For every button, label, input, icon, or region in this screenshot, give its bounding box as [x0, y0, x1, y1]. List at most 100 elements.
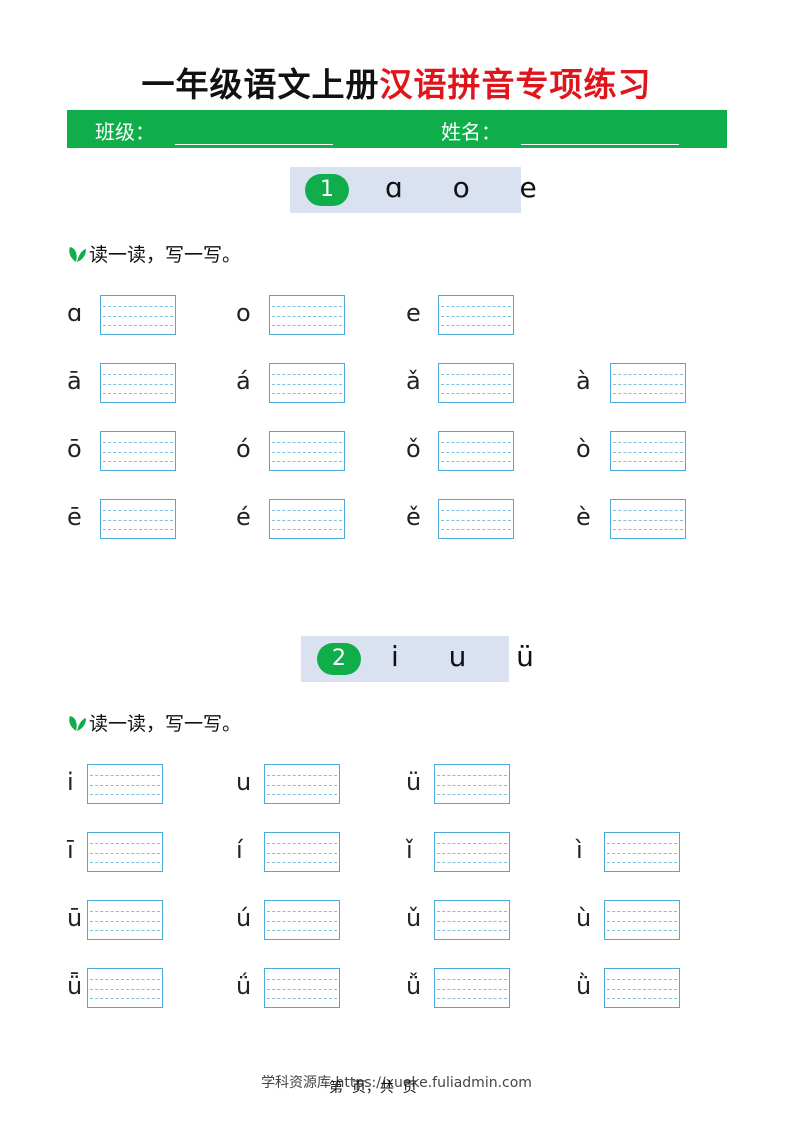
guide-line [103, 325, 173, 326]
name-input-line[interactable] [521, 144, 679, 145]
guide-line [272, 325, 342, 326]
writing-box[interactable] [100, 499, 176, 539]
pinyin-letter: ü [406, 768, 422, 796]
practice-cell: ǒ [406, 431, 526, 473]
writing-box[interactable] [604, 900, 680, 940]
pinyin-letter: ū [67, 904, 83, 932]
writing-box[interactable] [87, 968, 163, 1008]
page-title: 一年级语文上册汉语拼音专项练习 [0, 58, 793, 106]
guide-line [90, 784, 160, 786]
writing-box[interactable] [264, 764, 340, 804]
writing-box[interactable] [264, 832, 340, 872]
pinyin-letter: i [67, 768, 74, 796]
writing-box[interactable] [604, 968, 680, 1008]
guide-line [267, 979, 337, 980]
pinyin-letter: ó [236, 435, 251, 463]
pinyin-letter: á [236, 367, 251, 395]
guide-line [607, 843, 677, 844]
writing-box[interactable] [434, 832, 510, 872]
guide-line [272, 510, 342, 511]
guide-line [441, 510, 511, 511]
guide-line [607, 852, 677, 854]
guide-line [272, 529, 342, 530]
practice-cell: e [406, 295, 526, 337]
guide-line [267, 784, 337, 786]
guide-line [607, 988, 677, 990]
guide-line [441, 461, 511, 462]
practice-cell: è [576, 499, 696, 541]
guide-line [613, 461, 683, 462]
guide-line [437, 775, 507, 776]
writing-box[interactable] [100, 295, 176, 335]
guide-line [267, 998, 337, 999]
guide-line [272, 383, 342, 385]
writing-box[interactable] [438, 431, 514, 471]
guide-line [267, 794, 337, 795]
guide-line [267, 862, 337, 863]
writing-box[interactable] [438, 363, 514, 403]
writing-box[interactable] [604, 832, 680, 872]
header-bar: 班级： 姓名： [67, 110, 727, 148]
guide-line [103, 461, 173, 462]
practice-cell: ǎ [406, 363, 526, 405]
writing-box[interactable] [610, 431, 686, 471]
guide-line [437, 911, 507, 912]
guide-line [90, 911, 160, 912]
guide-line [267, 930, 337, 931]
guide-line [607, 911, 677, 912]
writing-box[interactable] [269, 295, 345, 335]
guide-line [90, 862, 160, 863]
title-part-2: 汉语拼音专项练习 [379, 65, 652, 104]
writing-box[interactable] [100, 363, 176, 403]
writing-box[interactable] [269, 431, 345, 471]
guide-line [441, 393, 511, 394]
guide-line [437, 784, 507, 786]
guide-line [103, 306, 173, 307]
writing-box[interactable] [100, 431, 176, 471]
pinyin-letter: e [406, 299, 421, 327]
writing-box[interactable] [610, 363, 686, 403]
guide-line [441, 442, 511, 443]
guide-line [267, 852, 337, 854]
guide-line [613, 442, 683, 443]
practice-cell: á [236, 363, 356, 405]
writing-box[interactable] [438, 295, 514, 335]
class-input-line[interactable] [175, 144, 333, 145]
footer-page: 第 页，共 页 [329, 1080, 417, 1096]
guide-line [267, 775, 337, 776]
writing-box[interactable] [87, 764, 163, 804]
writing-box[interactable] [87, 900, 163, 940]
guide-line [437, 794, 507, 795]
pinyin-letter: ù [576, 904, 592, 932]
writing-box[interactable] [264, 900, 340, 940]
guide-line [272, 461, 342, 462]
pinyin-letter: u [236, 768, 252, 796]
writing-box[interactable] [434, 764, 510, 804]
guide-line [103, 510, 173, 511]
practice-cell: ì [576, 832, 696, 874]
guide-line [103, 315, 173, 317]
practice-cell: ū [67, 900, 187, 942]
pinyin-letter: ǜ [576, 972, 592, 1000]
practice-cell: ǘ [236, 968, 356, 1010]
section-1-letters: ɑ o e [385, 171, 537, 204]
writing-box[interactable] [434, 968, 510, 1008]
writing-box[interactable] [610, 499, 686, 539]
writing-box[interactable] [434, 900, 510, 940]
writing-box[interactable] [438, 499, 514, 539]
writing-box[interactable] [269, 363, 345, 403]
guide-line [103, 519, 173, 521]
practice-cell: ǚ [406, 968, 526, 1010]
guide-line [90, 920, 160, 922]
writing-box[interactable] [264, 968, 340, 1008]
practice-cell: o [236, 295, 356, 337]
guide-line [613, 393, 683, 394]
guide-line [613, 451, 683, 453]
guide-line [272, 451, 342, 453]
guide-line [437, 920, 507, 922]
writing-box[interactable] [269, 499, 345, 539]
guide-line [90, 988, 160, 990]
pinyin-letter: ō [67, 435, 82, 463]
writing-box[interactable] [87, 832, 163, 872]
practice-cell: ɑ [67, 295, 187, 337]
